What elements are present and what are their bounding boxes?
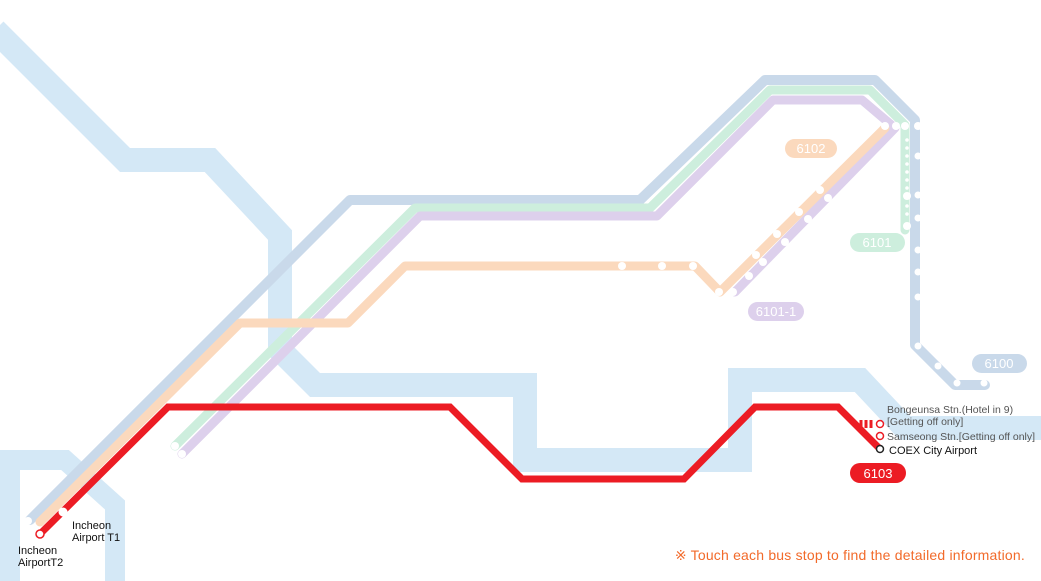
badge-6101[interactable]: 6101 bbox=[850, 233, 905, 252]
svg-text:6100: 6100 bbox=[985, 356, 1014, 371]
label-coex: COEX City Airport bbox=[889, 445, 977, 457]
label-incheon-t2: Incheon AirportT2 bbox=[18, 545, 63, 569]
badge-6102[interactable]: 6102 bbox=[785, 139, 837, 158]
stop-6101-dots bbox=[905, 138, 909, 216]
svg-text:6102: 6102 bbox=[797, 141, 826, 156]
stop-coex[interactable] bbox=[875, 444, 885, 454]
stop-6100-f[interactable] bbox=[914, 246, 922, 254]
stop-6101-1-f[interactable] bbox=[824, 194, 832, 202]
svg-text:6103: 6103 bbox=[864, 466, 893, 481]
stop-6102-j[interactable] bbox=[881, 122, 889, 130]
stop-bongeunsa[interactable] bbox=[875, 419, 885, 429]
stop-6100-e[interactable] bbox=[914, 214, 922, 222]
stop-6100-k[interactable] bbox=[953, 379, 961, 387]
stop-6100-g[interactable] bbox=[914, 268, 922, 276]
stop-6101-1-e[interactable] bbox=[804, 215, 812, 223]
label-incheon-t1: Incheon Airport T1 bbox=[72, 520, 120, 544]
stop-labels: Incheon Airport T1 Incheon AirportT2 Bon… bbox=[18, 404, 1035, 569]
stop-6102-g[interactable] bbox=[773, 230, 781, 238]
stop-6102-i[interactable] bbox=[816, 186, 824, 194]
route-6103-line bbox=[37, 403, 883, 537]
stop-6100-c[interactable] bbox=[914, 152, 922, 160]
stop-6102-f[interactable] bbox=[752, 251, 760, 259]
touch-stop-notice: ※ Touch each bus stop to find the detail… bbox=[674, 547, 1025, 563]
route-6103-short-ticks bbox=[859, 420, 873, 428]
label-samseong: Samseong Stn.[Getting off only] bbox=[887, 431, 1035, 443]
stop-6102-b[interactable] bbox=[658, 262, 666, 270]
stop-incheon-airport-t2[interactable] bbox=[35, 529, 45, 539]
river-main bbox=[0, 21, 1041, 472]
stop-6101-c[interactable] bbox=[903, 192, 911, 200]
badge-6100[interactable]: 6100 bbox=[972, 354, 1027, 373]
route-6102-line bbox=[35, 123, 890, 527]
stop-6101-b[interactable] bbox=[901, 122, 909, 130]
stop-6100-h[interactable] bbox=[914, 293, 922, 301]
stop-6100-b[interactable] bbox=[914, 122, 922, 130]
stop-6100-j[interactable] bbox=[934, 362, 942, 370]
stop-incheon-airport-t1[interactable] bbox=[58, 507, 68, 517]
stop-6101-d[interactable] bbox=[903, 222, 911, 230]
svg-text:6101-1: 6101-1 bbox=[756, 304, 796, 319]
badge-6101-1[interactable]: 6101-1 bbox=[748, 302, 804, 321]
route-6100-line bbox=[25, 75, 990, 525]
svg-text:6101: 6101 bbox=[863, 235, 892, 250]
stop-6101-1-b[interactable] bbox=[729, 288, 737, 296]
badge-6103[interactable]: 6103 bbox=[850, 463, 906, 483]
stop-6100-a[interactable] bbox=[24, 517, 32, 525]
river-left bbox=[0, 450, 125, 581]
label-bongeunsa: Bongeunsa Stn.(Hotel in 9) [Getting off … bbox=[887, 404, 1016, 428]
stop-6101-a[interactable] bbox=[171, 442, 179, 450]
stop-6101-1-d[interactable] bbox=[781, 238, 789, 246]
stop-6100-l[interactable] bbox=[980, 379, 988, 387]
faded-routes bbox=[25, 75, 990, 527]
faded-stops bbox=[24, 122, 988, 525]
stop-samseong[interactable] bbox=[875, 431, 885, 441]
stop-6100-d[interactable] bbox=[914, 191, 922, 199]
stop-6102-d[interactable] bbox=[715, 288, 723, 296]
stop-6102-h[interactable] bbox=[795, 208, 803, 216]
active-stops bbox=[35, 419, 885, 539]
stop-6100-i[interactable] bbox=[914, 342, 922, 350]
river bbox=[0, 21, 1041, 581]
route-badges: 6102 6101 6101-1 6100 6103 bbox=[748, 139, 1027, 483]
stop-6102-e[interactable] bbox=[745, 272, 753, 280]
stop-6102-c[interactable] bbox=[689, 262, 697, 270]
stop-6101-1-g[interactable] bbox=[892, 122, 900, 130]
stop-6101-1-c[interactable] bbox=[759, 258, 767, 266]
stop-6101-1-a[interactable] bbox=[178, 450, 186, 458]
stop-6102-a[interactable] bbox=[618, 262, 626, 270]
